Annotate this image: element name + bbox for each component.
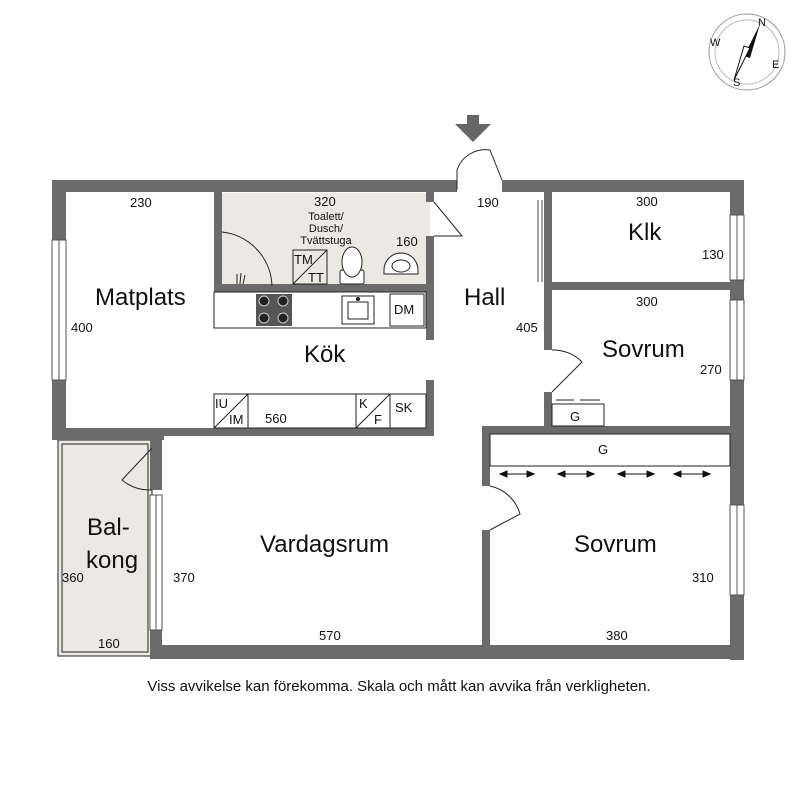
tm-label: TM: [294, 252, 313, 267]
vardagsrum-width: 570: [319, 628, 341, 643]
wc-fixtures: TM TT: [236, 246, 419, 285]
balkong-floor: [58, 440, 152, 656]
matplats-depth: 400: [71, 320, 93, 335]
balkong-name-line1: Bal-: [87, 514, 130, 541]
balkong-name-line2: kong: [86, 547, 138, 574]
vardagsrum-depth: 370: [173, 570, 195, 585]
interior-walls: [164, 192, 730, 648]
sovrum1-depth: 270: [700, 362, 722, 377]
iu-label: IU: [215, 396, 228, 411]
kitchen-counter-bottom: IU IM K F SK: [213, 393, 427, 429]
toilet-icon: [341, 246, 363, 278]
f-label: F: [374, 412, 382, 427]
hall-width: 190: [477, 195, 499, 210]
g2-label: G: [598, 442, 608, 457]
wardrobes: G G: [489, 399, 731, 478]
sk-label: SK: [395, 400, 413, 415]
kok-width: 560: [265, 411, 287, 426]
klk-depth: 130: [702, 247, 724, 262]
room-labels: 230 Matplats 400 320 Toalett/ Dusch/ Tvä…: [62, 194, 724, 651]
sovrum2-depth: 310: [692, 570, 714, 585]
compass-w: W: [710, 37, 721, 49]
dm-label: DM: [394, 302, 414, 317]
balkong-depth: 360: [62, 570, 84, 585]
entrance-arrow: [455, 115, 491, 142]
wc-sink-width: 160: [396, 234, 418, 249]
balkong-width: 160: [98, 636, 120, 651]
wc-line3: Tvättstuga: [300, 235, 352, 247]
compass-s: S: [733, 77, 740, 89]
tt-label: TT: [308, 270, 324, 285]
sovrum1-width: 300: [636, 294, 658, 309]
im-label: IM: [229, 412, 243, 427]
kitchen-counter-top: DM: [213, 291, 427, 329]
wc-line1: Toalett/: [308, 211, 344, 223]
sovrum2-name: Sovrum: [574, 531, 657, 558]
k-label: K: [359, 396, 368, 411]
matplats-name: Matplats: [95, 284, 186, 311]
compass-e: E: [772, 59, 779, 71]
hall-depth: 405: [516, 320, 538, 335]
compass: N S E W: [708, 13, 786, 91]
matplats-width: 230: [130, 195, 152, 210]
hall-name: Hall: [464, 284, 505, 311]
g1-label: G: [570, 409, 580, 424]
vardagsrum-name: Vardagsrum: [260, 531, 389, 558]
klk-name: Klk: [628, 219, 662, 246]
compass-needle-south: [733, 45, 751, 81]
wc-line2: Dusch/: [309, 223, 344, 235]
klk-width: 300: [636, 194, 658, 209]
doors: [121, 149, 583, 531]
sovrum2-width: 380: [606, 628, 628, 643]
wc-width: 320: [314, 194, 336, 209]
kitchen-sink-icon: [341, 295, 375, 325]
compass-n: N: [758, 17, 766, 29]
disclaimer-text: Viss avvikelse kan förekomma. Skala och …: [147, 678, 651, 695]
kok-name: Kök: [304, 341, 346, 368]
windows: [51, 214, 745, 631]
sovrum1-name: Sovrum: [602, 336, 685, 363]
